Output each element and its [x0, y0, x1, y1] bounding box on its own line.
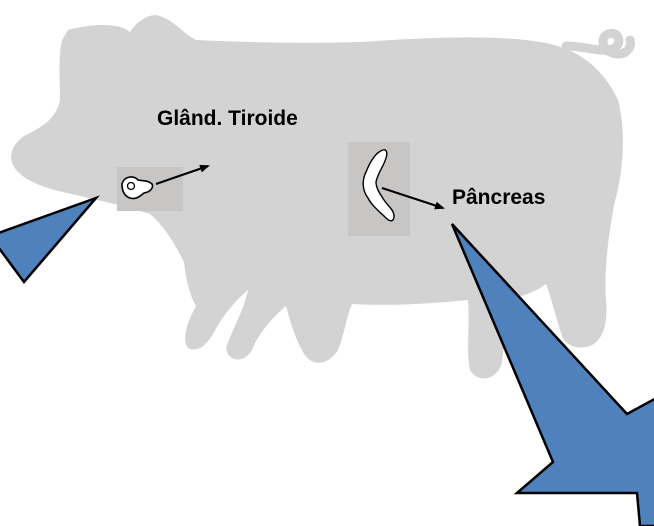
pancreas-box — [348, 142, 410, 236]
callout-pointer-left — [0, 198, 96, 282]
pig-tail — [566, 33, 631, 54]
pancreas-label: Pâncreas — [452, 187, 545, 208]
thyroid-label: Glând. Tiroide — [157, 108, 298, 129]
thyroid-box — [117, 167, 183, 211]
